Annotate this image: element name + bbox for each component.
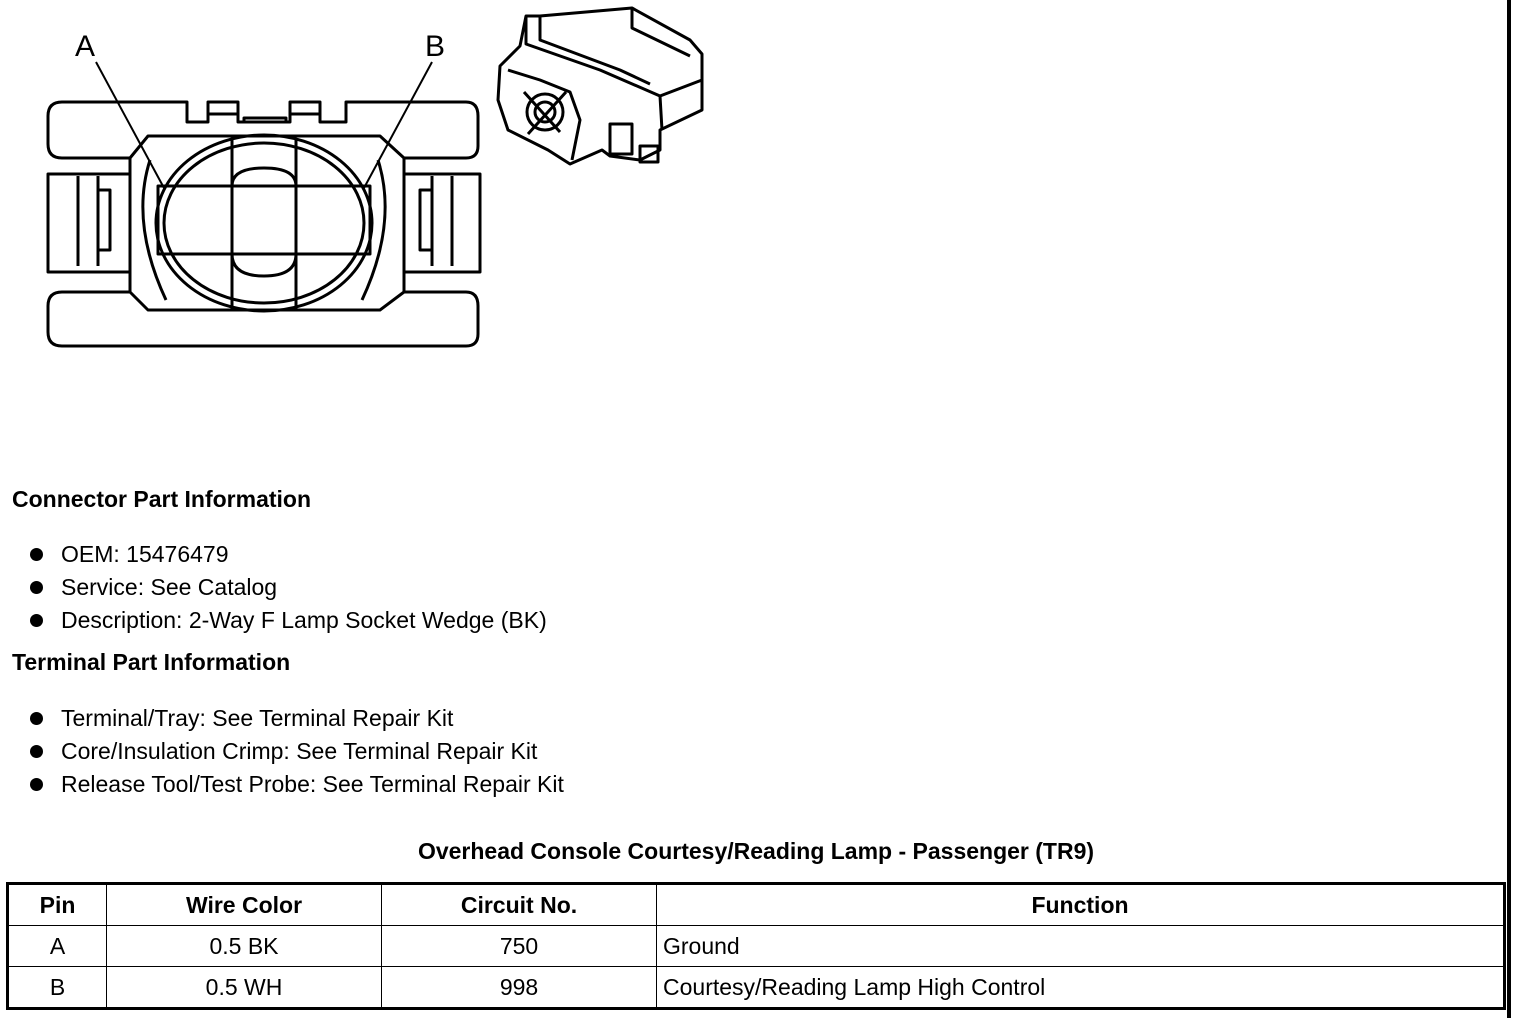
column-header-pin: Pin <box>7 883 107 926</box>
table-row: B 0.5 WH 998 Courtesy/Reading Lamp High … <box>7 966 1505 1009</box>
cell-wire-color: 0.5 BK <box>106 925 382 967</box>
bullet-icon <box>30 548 43 561</box>
bullet-icon <box>30 778 43 791</box>
list-item: Release Tool/Test Probe: See Terminal Re… <box>30 768 564 801</box>
list-item-text: Core/Insulation Crimp: See Terminal Repa… <box>61 738 538 764</box>
list-item-text: Release Tool/Test Probe: See Terminal Re… <box>61 771 564 797</box>
connector-face-view <box>46 61 482 348</box>
connector-isometric-view <box>496 6 704 166</box>
table-row: A 0.5 BK 750 Ground <box>7 925 1505 967</box>
list-item: Core/Insulation Crimp: See Terminal Repa… <box>30 735 564 768</box>
cell-circuit-no: 998 <box>381 966 657 1009</box>
page-right-border <box>1507 0 1511 1018</box>
list-item: Terminal/Tray: See Terminal Repair Kit <box>30 702 564 735</box>
bullet-icon <box>30 712 43 725</box>
bullet-icon <box>30 614 43 627</box>
column-header-function: Function <box>656 883 1505 926</box>
bullet-icon <box>30 581 43 594</box>
cell-pin: A <box>7 925 107 967</box>
list-item: OEM: 15476479 <box>30 538 547 571</box>
pinout-table-title: Overhead Console Courtesy/Reading Lamp -… <box>417 838 1095 864</box>
cell-wire-color: 0.5 WH <box>106 966 382 1009</box>
list-item-text: Service: See Catalog <box>61 574 278 600</box>
table-header-row: Pin Wire Color Circuit No. Function <box>7 883 1505 926</box>
cell-circuit-no: 750 <box>381 925 657 967</box>
callout-label-a: A <box>75 30 96 63</box>
list-item: Service: See Catalog <box>30 571 547 604</box>
terminal-part-info-list: Terminal/Tray: See Terminal Repair Kit C… <box>30 702 564 801</box>
bullet-icon <box>30 745 43 758</box>
list-item: Description: 2-Way F Lamp Socket Wedge (… <box>30 604 547 637</box>
list-item-text: Terminal/Tray: See Terminal Repair Kit <box>61 705 454 731</box>
cell-function: Courtesy/Reading Lamp High Control <box>656 966 1505 1009</box>
connector-part-info-heading: Connector Part Information <box>12 486 312 512</box>
connector-illustration <box>46 6 704 348</box>
list-item-text: Description: 2-Way F Lamp Socket Wedge (… <box>61 607 547 633</box>
column-header-wire-color: Wire Color <box>106 883 382 926</box>
list-item-text: OEM: 15476479 <box>61 541 229 567</box>
callout-label-b: B <box>425 30 446 63</box>
terminal-part-info-heading: Terminal Part Information <box>12 649 291 675</box>
cell-pin: B <box>7 966 107 1009</box>
connector-part-info-list: OEM: 15476479 Service: See Catalog Descr… <box>30 538 547 637</box>
pinout-table: Pin Wire Color Circuit No. Function A 0.… <box>6 882 1506 1010</box>
cell-function: Ground <box>656 925 1505 967</box>
column-header-circuit-no: Circuit No. <box>381 883 657 926</box>
